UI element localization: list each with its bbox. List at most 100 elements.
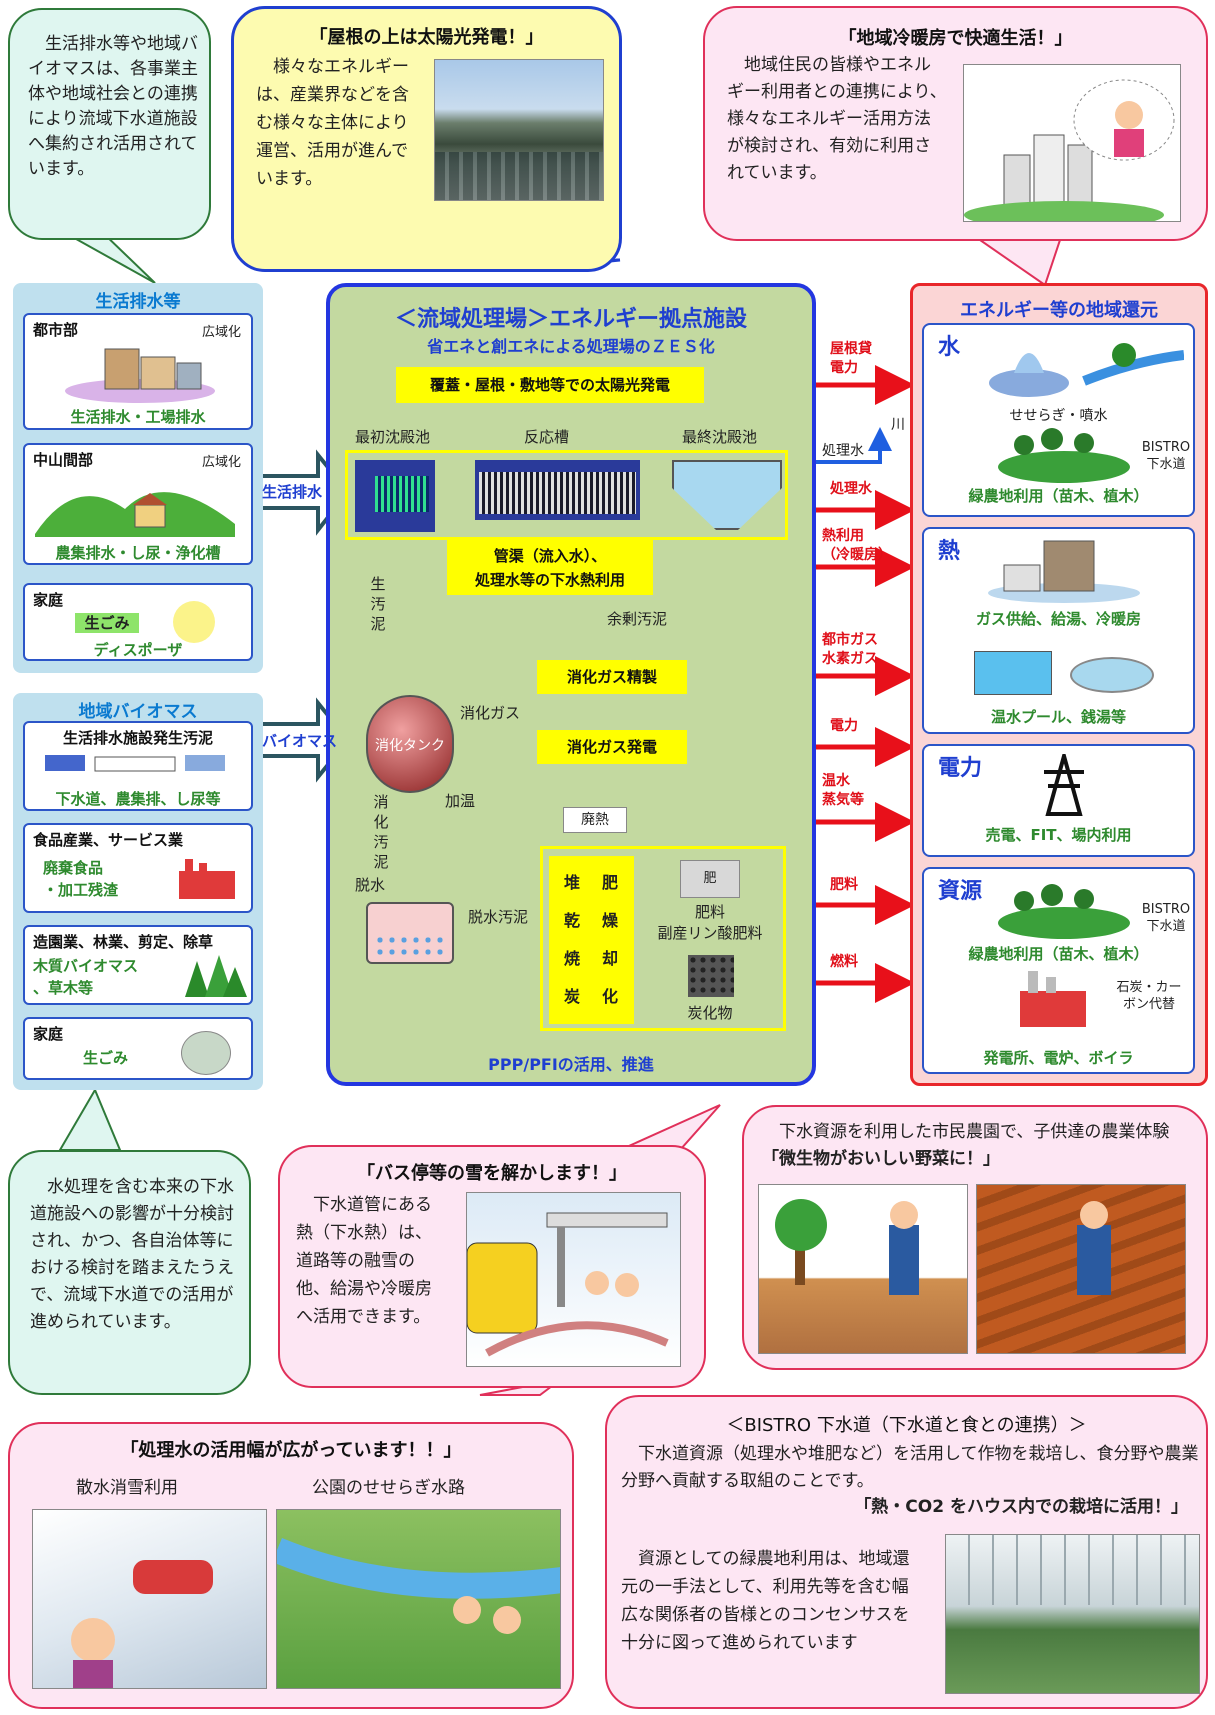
bubble-tail xyxy=(619,1104,721,1151)
bathhouse-icon xyxy=(1070,657,1154,693)
digested-sludge-label: 消化汚泥 xyxy=(373,793,389,871)
sewage-heat-line1: 管渠（流入水）、 xyxy=(493,547,607,565)
return-caption: 緑農地利用（苗木、植木） xyxy=(968,945,1149,963)
bubble-title: 「地域冷暖房で快適生活！」 xyxy=(838,28,1073,49)
raw-sludge-label: 生汚泥 xyxy=(370,575,386,633)
factory-icon xyxy=(179,859,235,899)
source-caption: 廃棄食品 xyxy=(43,859,104,877)
panel-title: 生活排水等 xyxy=(95,292,181,312)
pool-icon xyxy=(974,651,1052,695)
water-treatment-line xyxy=(345,450,788,540)
power-tower-icon xyxy=(1044,754,1084,816)
source-urban: 都市部 広域化 生活排水・工場排水 xyxy=(23,313,253,430)
return-head: 水 xyxy=(938,335,961,360)
source-caption: 生活排水・工場排水 xyxy=(70,408,206,426)
bus-stop-snow-illustration xyxy=(466,1192,681,1367)
right-panel-title: エネルギー等の地域還元 xyxy=(960,300,1158,321)
source-title: 食品産業、サービス業 xyxy=(33,831,184,849)
garbage-bag-icon xyxy=(181,1031,231,1075)
bubble-solar: 「屋根の上は太陽光発電！」 様々なエネルギーは、産業界などを含む様々な主体により… xyxy=(231,6,622,272)
dewatered-sludge-label: 脱水汚泥 xyxy=(468,908,529,926)
flow-label-power: 電力 xyxy=(830,718,858,734)
disposer-icon xyxy=(173,601,215,643)
source-food: 食品産業、サービス業 廃棄食品 ・加工残渣 xyxy=(23,823,253,913)
return-heat: 熱 ガス供給、給湯、冷暖房 温水プール、銭湯等 xyxy=(922,527,1195,734)
green-farmland-icon xyxy=(998,884,1130,939)
source-home-biomass: 家庭 生ごみ xyxy=(23,1017,253,1080)
fountain-icon xyxy=(989,343,1184,397)
coal-alt-label: 石炭・カーボン代替 xyxy=(1116,980,1182,1012)
source-caption: 生ごみ xyxy=(83,1049,129,1067)
flow-label-treated: 処理水 xyxy=(822,443,864,459)
stage-final-label: 最終沈殿池 xyxy=(682,428,758,446)
source-title: 家庭 xyxy=(33,1025,64,1043)
sewage-heat-box: 管渠（流入水）、 処理水等の下水熱利用 xyxy=(447,540,653,595)
center-subtitle: 省エネと創エネによる処理場のＺＥＳ化 xyxy=(427,337,715,356)
primary-tank xyxy=(355,460,435,532)
compost-col-2: 肥燥却化 xyxy=(601,873,618,1006)
charcoal-label: 炭化物 xyxy=(687,1004,733,1022)
panel-title: 地域バイオマス xyxy=(78,702,198,722)
source-title: 都市部 xyxy=(33,321,79,339)
source-sludge: 生活排水施設発生汚泥 下水道、農集排、し尿等 xyxy=(23,721,253,811)
factory-icon xyxy=(1020,971,1086,1027)
center-title: ＜流域処理場＞エネルギー拠点施設 xyxy=(394,307,747,332)
bubble-title: 「処理水の活用幅が広がっています！！」 xyxy=(120,1440,462,1461)
wastewater-arrow-label: 生活排水 xyxy=(262,483,323,501)
return-head: 電力 xyxy=(938,756,983,781)
solar-power-box: 覆蓋・屋根・敷地等での太陽光発電 xyxy=(396,367,704,403)
farmer-sowing-illustration xyxy=(976,1184,1186,1354)
source-title: 造園業、林業、剪定、除草 xyxy=(33,933,214,951)
return-caption: せせらぎ・噴水 xyxy=(1009,408,1108,424)
dewater-label: 脱水 xyxy=(355,876,386,894)
bubble-farm: 下水資源を利用した市民農園で、子供達の農業体験「微生物がおいしい野菜に！」 xyxy=(742,1105,1208,1370)
fertilizer-label: 肥料副産リン酸肥料 xyxy=(657,903,763,942)
river-arrow xyxy=(785,427,892,464)
flow-label-treated-red: 処理水 xyxy=(830,481,872,497)
digestion-tank: 消化タンク xyxy=(366,695,454,793)
return-caption: 温水プール、銭湯等 xyxy=(990,708,1126,726)
excess-sludge-label: 余剰汚泥 xyxy=(607,610,668,628)
source-caption: 下水道、農集排、し尿等 xyxy=(55,790,221,808)
source-caption: 木質バイオマス xyxy=(33,957,139,975)
bubble-title: 「屋根の上は太陽光発電！」 xyxy=(309,27,544,48)
forest-icon xyxy=(185,955,247,997)
compost-methods-box: 堆乾焼炭 肥燥却化 xyxy=(549,856,634,1024)
source-tag: 広域化 xyxy=(201,325,241,340)
bubble-text: 下水道管にある熱（下水熱）は、道路等の融雪の他、給湯や冷暖房へ活用できます。 xyxy=(296,1195,432,1327)
waste-heat-box: 廃熱 xyxy=(563,807,627,833)
bubble-wastewater-note: 生活排水等や地域バイオマスは、各事業主体や地域社会との連携により流域下水道施設へ… xyxy=(8,8,211,240)
caption-snow-spray: 散水消雪利用 xyxy=(76,1478,178,1498)
flow-label-river: 川 xyxy=(891,417,905,433)
return-caption: ガス供給、給湯、冷暖房 xyxy=(975,610,1141,628)
garbage-label: 生ごみ xyxy=(75,613,139,633)
bubble-text: 資源としての緑農地利用は、地域還元の一手法として、利用先等を含む幅広な関係者の皆… xyxy=(621,1549,910,1653)
charcoal-icon xyxy=(688,955,734,997)
snow-spray-illustration xyxy=(32,1509,267,1689)
source-forest: 造園業、林業、剪定、除草 木質バイオマス 、草木等 xyxy=(23,925,253,1005)
bubble-text: 水処理を含む本来の下水道施設への影響が十分検討され、かつ、各自治体等における検討… xyxy=(30,1177,234,1332)
return-caption: 発電所、電炉、ボイラ xyxy=(983,1049,1134,1067)
caption-park-stream: 公園のせせらぎ水路 xyxy=(312,1478,465,1498)
compost-col-1: 堆乾焼炭 xyxy=(563,873,580,1006)
bubble-impact-note: 水処理を含む本来の下水道施設への影響が十分検討され、かつ、各自治体等における検討… xyxy=(8,1150,251,1395)
source-home: 家庭 生ごみ ディスポーザ xyxy=(23,583,253,661)
source-caption: 農集排水・し尿・浄化槽 xyxy=(55,544,221,562)
bubble-text: 様々なエネルギーは、産業界などを含む様々な主体により運営、活用が進んでいます。 xyxy=(256,57,409,189)
farmer-watering-illustration xyxy=(758,1184,968,1354)
bubble-text: 下水道資源（処理水や堆肥など）を活用して作物を栽培し、食分野や農業分野へ貢献する… xyxy=(621,1444,1199,1491)
return-head: 熱 xyxy=(938,539,961,564)
stage-primary-label: 最初沈殿池 xyxy=(355,428,431,446)
sewage-heat-line2: 処理水等の下水熱利用 xyxy=(474,571,625,589)
bubble-highlight: 「熱・CO2 をハウス内での栽培に活用！」 xyxy=(854,1497,1188,1517)
digestion-gas-label: 消化ガス xyxy=(460,704,521,722)
bubble-bistro: ＜BISTRO 下水道（下水道と食との連携）＞ 下水道資源（処理水や堆肥など）を… xyxy=(605,1395,1208,1709)
mountain-village-icon xyxy=(35,492,235,537)
flow-label-fertilizer: 肥料 xyxy=(830,877,858,893)
return-caption: 売電、FIT、場内利用 xyxy=(985,826,1132,844)
flow-label-hot-water: 温水蒸気等 xyxy=(822,773,864,808)
